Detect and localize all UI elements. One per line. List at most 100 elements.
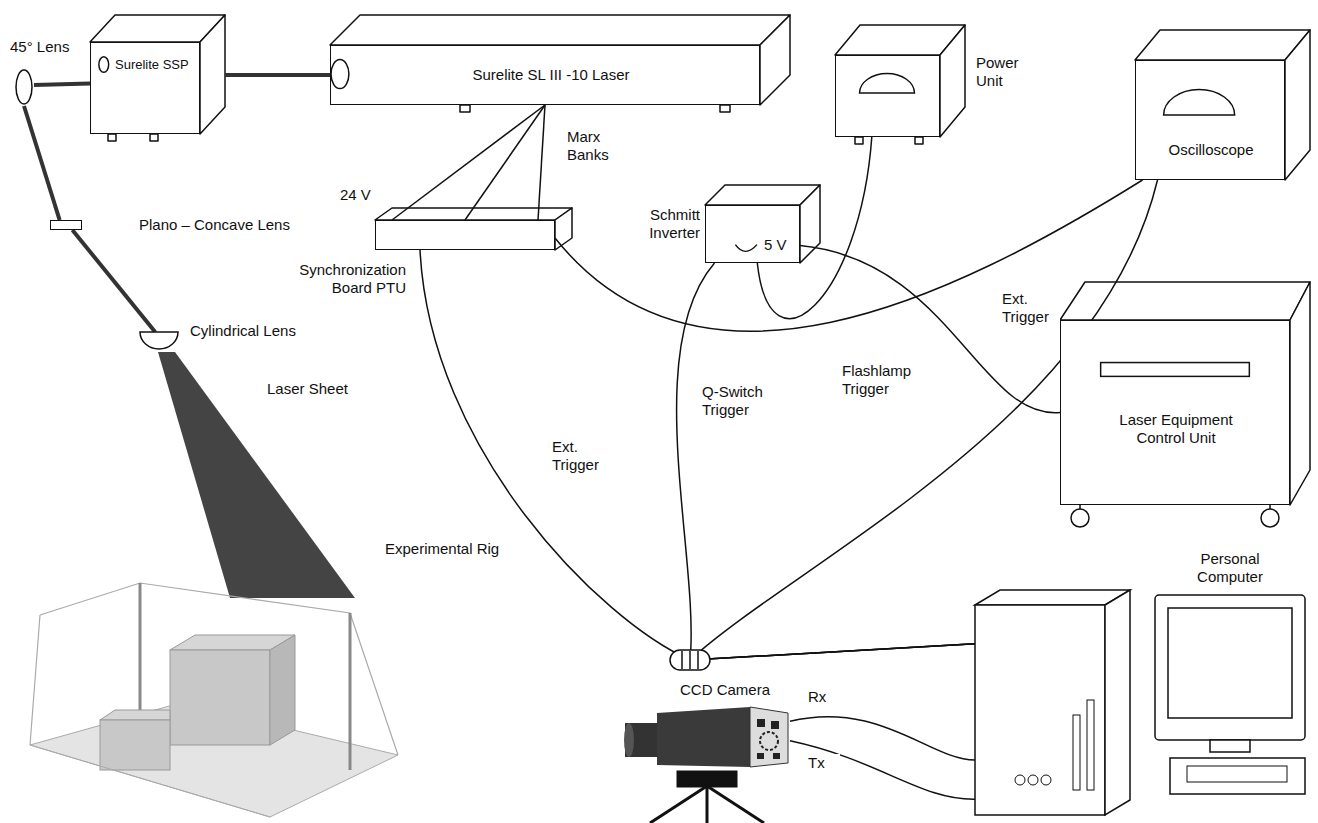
drawing-part [1290,282,1310,505]
drawing-part [200,15,225,134]
equipment-shape [625,705,790,770]
beam-line [72,230,155,332]
drawing-part [1028,775,1038,785]
drawing-part [1210,740,1250,752]
drawing-part [139,583,142,730]
drawing-part [1087,700,1094,790]
equipment-label: Plano – Concave Lens [139,216,314,234]
drawing-part [697,651,699,669]
drawing-part [1105,590,1130,815]
equipment-shape [20,555,400,820]
drawing-part [855,137,863,144]
edge-label: Rx [806,688,840,706]
equipment-label: Oscilloscope [1146,141,1276,159]
equipment-node: Surelite SSP [90,42,200,134]
drawing-part [706,786,709,823]
drawing-part [1071,509,1089,527]
drawing-part [1155,595,1305,740]
drawing-part [1261,509,1279,527]
drawing-part [1060,282,1310,320]
equipment-node: Personal Computer [975,550,1313,818]
drawing-part [915,137,923,144]
drawing-part [760,15,790,105]
marx-bank-wires [392,105,545,220]
drawing-part [800,185,820,263]
drawing-part [773,753,780,759]
beam-line [34,83,90,85]
box-faces [90,15,1310,527]
drawing-part [625,723,657,757]
equipment-node: Laser Equipment Control Unit [1060,320,1290,505]
equipment-node: Surelite SL III -10 Laser [330,45,760,105]
drawing-part [30,745,270,817]
signal-wire [677,263,975,660]
signal-label: Ext. Trigger [1000,290,1060,326]
drawing-part [392,105,545,220]
equipment-node: CCD Camera [625,705,790,770]
drawing-part [650,786,707,823]
equipment-node: Oscilloscope [1135,60,1285,180]
edge-label: Tx [806,754,840,772]
drawing-part [460,105,470,112]
drawing-part [1079,505,1081,509]
signal-wire [790,741,975,799]
drawing-part [16,70,32,104]
equipment-shape [836,56,939,136]
drawing-part [538,105,545,220]
cable-connector [670,650,710,670]
equipment-label: Cylindrical Lens [190,322,325,340]
drawing-part [1164,90,1235,116]
equipment-node: Schmitt Inverter5 V [705,205,800,263]
drawing-part [975,605,1105,815]
equipment-label: Schmitt Inverter [636,206,700,242]
drawing-part [99,57,109,73]
drawing-part [757,753,764,759]
drawing-part [735,245,757,252]
equipment-node: 45° Lens [14,68,34,106]
drawing-part [681,651,683,669]
equipment-label: Surelite SL III -10 Laser [351,66,751,84]
drawing-part [1135,30,1310,60]
drawing-part [720,105,730,112]
signal-wire [465,105,545,220]
equipment-label: Power Unit [976,54,1031,90]
equipment-label: 45° Lens [10,38,100,56]
equipment-label: Experimental Rig [385,540,515,558]
equipment-label: CCD Camera [680,681,790,699]
drawing-part [771,721,779,729]
drawing-part [1015,775,1025,785]
drawing-part [757,719,765,727]
drawing-part [330,15,790,45]
drawing-part [40,583,398,755]
signal-wire [420,250,975,660]
equipment-node: Synchronization Board PTU [375,220,555,250]
equipment-shape [1136,61,1284,179]
drawing-part [1073,715,1080,790]
equipment-node: Plano – Concave Lens [50,220,82,230]
drawing-part [1101,363,1250,377]
signal-label: Laser Sheet [265,380,369,398]
drawing-part [975,590,1130,605]
drawing-part [1285,30,1310,180]
drawing-part [678,772,736,786]
drawing-part [689,651,691,669]
equipment-label: Personal Computer [1170,550,1290,586]
drawing-part [760,732,778,750]
signal-label: 24 V [338,186,392,204]
edge-label: Flashlamp Trigger [840,362,926,398]
edge-label: Ext. Trigger [550,438,616,474]
drawing-part [1168,608,1292,718]
drawing-part [860,74,915,94]
equipment-shape [140,332,178,350]
drawing-part [349,613,352,770]
signal-label: Marx Banks [565,128,639,164]
drawing-part [555,208,572,250]
drawing-part [624,723,634,757]
drawing-part [707,786,764,823]
beam-line [24,106,60,220]
drawing-part [940,25,965,137]
equipment-shape [14,68,34,106]
drawing-part [100,710,170,720]
equipment-label: Synchronization Board PTU [271,261,406,297]
